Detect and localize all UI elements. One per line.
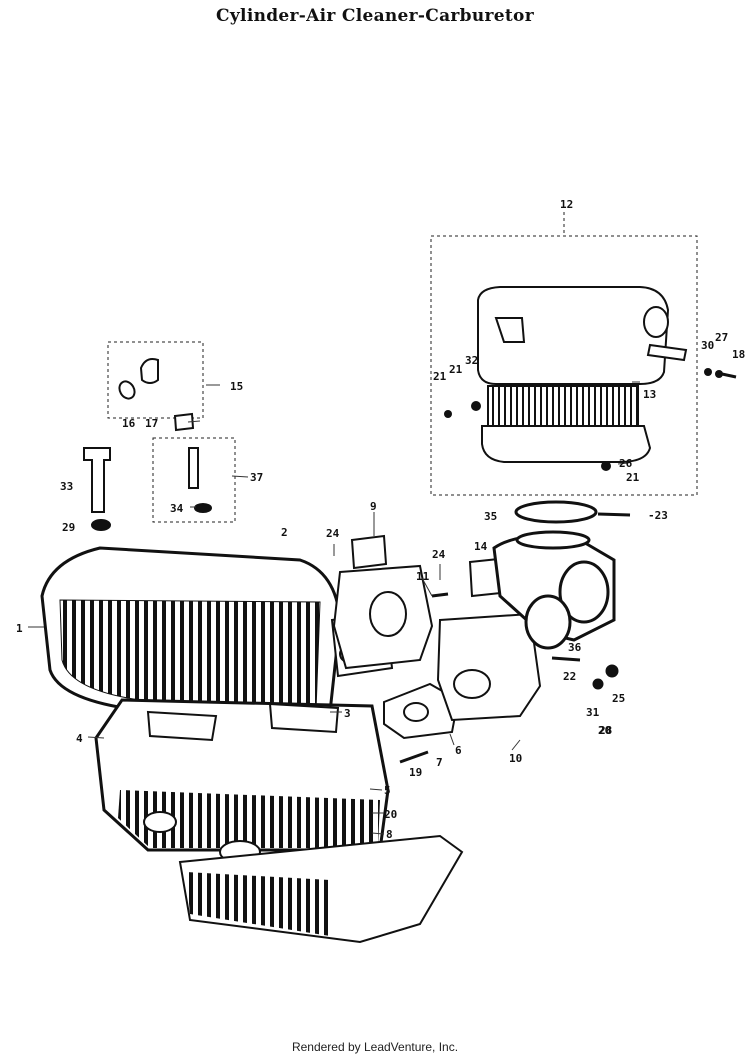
head-gasket <box>146 702 340 742</box>
callout-19: 19 <box>409 766 422 779</box>
air-inlet-tubes <box>492 530 616 650</box>
air-cleaner-bolts <box>444 368 737 471</box>
callout-11: 11 <box>416 570 430 583</box>
callout-26: 26 <box>619 457 633 470</box>
callout-18: 18 <box>732 348 745 361</box>
callout-1: 1 <box>16 622 23 635</box>
callout-6: 6 <box>455 744 462 757</box>
callout-34: 34 <box>170 502 184 515</box>
callout-36: 36 <box>568 641 582 654</box>
callout-labels: 1 2 3 4 5 6 7 8 9 10 11 12 13 14 15 16 1… <box>16 198 745 841</box>
callout-28: 28 <box>599 724 612 737</box>
callout-29: 29 <box>62 521 75 534</box>
carburetor-left <box>332 534 434 670</box>
callout-21-lower: 21 <box>626 471 640 484</box>
callout-20-cylinder: 20 <box>384 808 397 821</box>
air-filter-element <box>487 385 639 427</box>
callout-21-upper: 21 <box>433 370 447 383</box>
callout-8: 8 <box>386 828 393 841</box>
callout-30: 30 <box>701 339 714 352</box>
callout-31: 31 <box>586 706 600 719</box>
callout-3: 3 <box>344 707 351 720</box>
callout-32: 32 <box>465 354 478 367</box>
callout-24-left: 24 <box>326 527 340 540</box>
callout-7: 7 <box>436 756 443 769</box>
cylinder-block <box>94 698 390 864</box>
callout-17: 17 <box>145 417 158 430</box>
callout-25: 25 <box>612 692 625 705</box>
leader-lines <box>28 381 640 835</box>
callout-14: 14 <box>474 540 488 553</box>
callout-10: 10 <box>509 752 522 765</box>
plug-cap-parts <box>118 358 212 513</box>
page-title: Cylinder-Air Cleaner-Carburetor <box>216 6 534 26</box>
callout-4: 4 <box>76 732 83 745</box>
air-cleaner-case <box>481 425 652 463</box>
callout-22: 22 <box>563 670 576 683</box>
plug-cap-group-box <box>107 341 236 523</box>
small-bolts <box>399 512 631 764</box>
callout-37: 37 <box>250 471 263 484</box>
callout-35: 35 <box>484 510 497 523</box>
callout-2: 2 <box>281 526 288 539</box>
callout-33: 33 <box>60 480 73 493</box>
callout-13: 13 <box>643 388 656 401</box>
callout-27: 27 <box>715 331 728 344</box>
callout-24-right: 24 <box>432 548 446 561</box>
air-cleaner-band <box>514 500 598 524</box>
footer-credit: Rendered by LeadVenture, Inc. <box>291 1040 459 1054</box>
callout-20-carburetor: 20 <box>598 724 611 737</box>
callout-15: 15 <box>230 380 243 393</box>
cylinder-head <box>40 546 342 730</box>
callout-16: 16 <box>122 417 136 430</box>
callout-12: 12 <box>560 198 573 211</box>
crankcase-lower <box>178 834 464 944</box>
callout-9: 9 <box>370 500 377 513</box>
callout-5: 5 <box>384 784 391 797</box>
callout-23: -23 <box>648 509 668 522</box>
air-cleaner-cover <box>477 286 688 385</box>
oil-tube <box>83 447 111 531</box>
callout-21-mid: 21 <box>449 363 463 376</box>
air-cleaner-group-box <box>430 212 698 496</box>
